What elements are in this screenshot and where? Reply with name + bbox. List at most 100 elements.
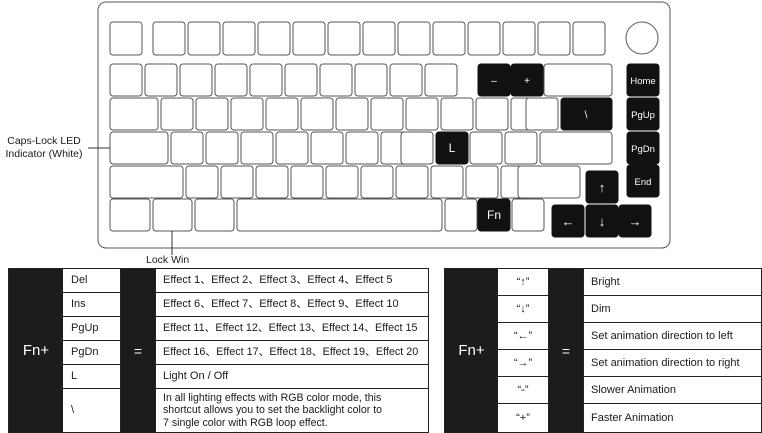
knob	[625, 21, 659, 55]
key-shift-right	[517, 165, 581, 199]
key-8	[389, 63, 423, 97]
key-w	[195, 97, 229, 131]
key-f12	[537, 21, 571, 56]
key-esc	[109, 21, 143, 56]
key-semicolon	[469, 131, 503, 165]
key-g	[310, 131, 344, 165]
key-alt-right	[444, 198, 478, 232]
key-f11	[502, 21, 536, 56]
key-caps-lock	[109, 131, 169, 165]
key-7	[354, 63, 388, 97]
lock-win-annotation: Lock Win	[146, 254, 190, 266]
table-row-desc: Set animation direction to left	[583, 323, 761, 350]
key-v	[290, 165, 324, 199]
key-equals	[510, 63, 544, 97]
key-ctrl-right	[511, 198, 545, 232]
key-a	[170, 131, 204, 165]
key-enter	[539, 131, 613, 165]
table-row-desc: Effect 11、Effect 12、Effect 13、Effect 14、…	[155, 317, 428, 341]
table-row-desc: Effect 1、Effect 2、Effect 3、Effect 4、Effe…	[155, 269, 428, 293]
key-period	[465, 165, 499, 199]
key-1	[144, 63, 178, 97]
table-row-key: PgUp	[63, 317, 121, 341]
key-z	[185, 165, 219, 199]
table-row-desc: Faster Animation	[583, 404, 761, 432]
key-f2	[187, 21, 221, 56]
arrow-down-icon: ↓	[599, 214, 606, 229]
key-6	[319, 63, 353, 97]
key-pgup	[626, 97, 660, 131]
key-9	[424, 63, 458, 97]
arrow-left-icon: ←	[562, 214, 575, 229]
key-backspace	[543, 63, 613, 97]
desc-line: In all lighting effects with RGB color m…	[163, 391, 382, 404]
key-f1	[152, 21, 186, 56]
key-arrow-left	[551, 204, 585, 238]
key-m	[395, 165, 429, 199]
key-p	[475, 97, 509, 131]
key-pgdn-label: PgDn	[631, 144, 655, 155]
key-2	[179, 63, 213, 97]
arrow-up-icon: ↑	[599, 180, 606, 195]
key-q	[160, 97, 194, 131]
fn-label: Fn+	[9, 269, 63, 432]
key-u	[370, 97, 404, 131]
key-f9	[432, 21, 466, 56]
key-ctrl-left	[109, 198, 151, 232]
desc-line: 7 single color with RGB loop effect.	[163, 416, 328, 429]
key-x	[220, 165, 254, 199]
key-home	[626, 63, 660, 97]
key-quote	[504, 131, 538, 165]
key-arrow-right	[618, 204, 652, 238]
key-f8	[397, 21, 431, 56]
fn-lighting-effects-table: Fn+ = Del Effect 1、Effect 2、Effect 3、Eff…	[8, 268, 429, 433]
table-row-desc: Light On / Off	[155, 365, 428, 389]
caps-lock-annotation-line1: Caps-Lock LED	[7, 135, 81, 147]
key-e	[230, 97, 264, 131]
key-comma	[430, 165, 464, 199]
key-minus	[477, 63, 511, 97]
key-h	[345, 131, 379, 165]
equals-sign: =	[549, 269, 583, 432]
key-f10	[467, 21, 501, 56]
key-l-label: L	[449, 141, 456, 155]
key-f	[275, 131, 309, 165]
table-row-desc: Slower Animation	[583, 377, 761, 404]
table-row-desc: Effect 16、Effect 17、Effect 18、Effect 19、…	[155, 341, 428, 365]
table-row-key: L	[63, 365, 121, 389]
key-pgdn	[626, 131, 660, 165]
key-i	[405, 97, 439, 131]
caps-lock-annotation-line2: Indicator (White)	[5, 148, 83, 160]
key-f7	[362, 21, 396, 56]
key-n	[360, 165, 394, 199]
key-fn	[477, 198, 511, 232]
key-f6	[327, 21, 361, 56]
key-pgup-label: PgUp	[631, 110, 655, 121]
key-backslash-label: \	[585, 110, 588, 121]
table-row-key: Del	[63, 269, 121, 293]
key-3	[214, 63, 248, 97]
key-4	[249, 63, 283, 97]
key-arrow-down	[585, 204, 619, 238]
desc-line: shortcut allows you to set the backlight…	[163, 404, 383, 417]
table-row-desc: Set animation direction to right	[583, 350, 761, 377]
key-tab	[109, 97, 159, 131]
key-y	[335, 97, 369, 131]
equals-sign: =	[121, 269, 155, 432]
key-f4	[257, 21, 291, 56]
key-fn-label: Fn	[487, 208, 501, 222]
key-f13	[572, 21, 606, 56]
key-s	[205, 131, 239, 165]
arrow-right-icon: →	[629, 214, 642, 229]
table-row-key: \	[63, 389, 121, 432]
table-row-key: PgDn	[63, 341, 121, 365]
table-row-desc: In all lighting effects with RGB color m…	[155, 389, 428, 432]
table-row-key: “+”	[498, 404, 549, 432]
key-r	[265, 97, 299, 131]
key-minus-label: –	[491, 76, 497, 87]
key-b	[325, 165, 359, 199]
key-f5	[292, 21, 326, 56]
table-row-key: “-”	[498, 377, 549, 404]
caps-lock-annotation: Caps-Lock LED Indicator (White)	[2, 135, 86, 161]
keyboard-diagram: – + \ L Fn Home PgUp PgDn End ↑ ← ↓ →	[88, 1, 671, 255]
